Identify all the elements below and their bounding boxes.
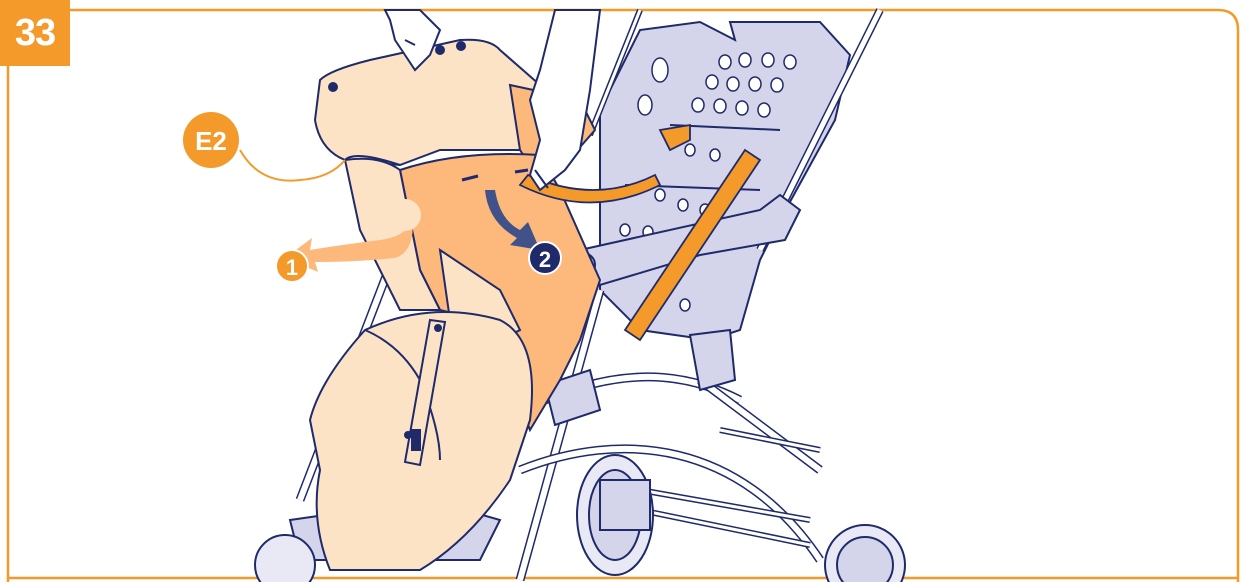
step-number: 33: [15, 12, 55, 55]
hood-fabric: [315, 40, 545, 165]
step-marker-2-label: 2: [539, 247, 551, 272]
front-wheel: [577, 455, 653, 575]
callout-leader: [240, 150, 345, 181]
rear-wheel: [825, 525, 905, 582]
step-marker-1-label: 1: [286, 255, 298, 280]
callout-label-e2: E2: [195, 126, 227, 156]
step-number-badge: 33: [0, 0, 70, 66]
